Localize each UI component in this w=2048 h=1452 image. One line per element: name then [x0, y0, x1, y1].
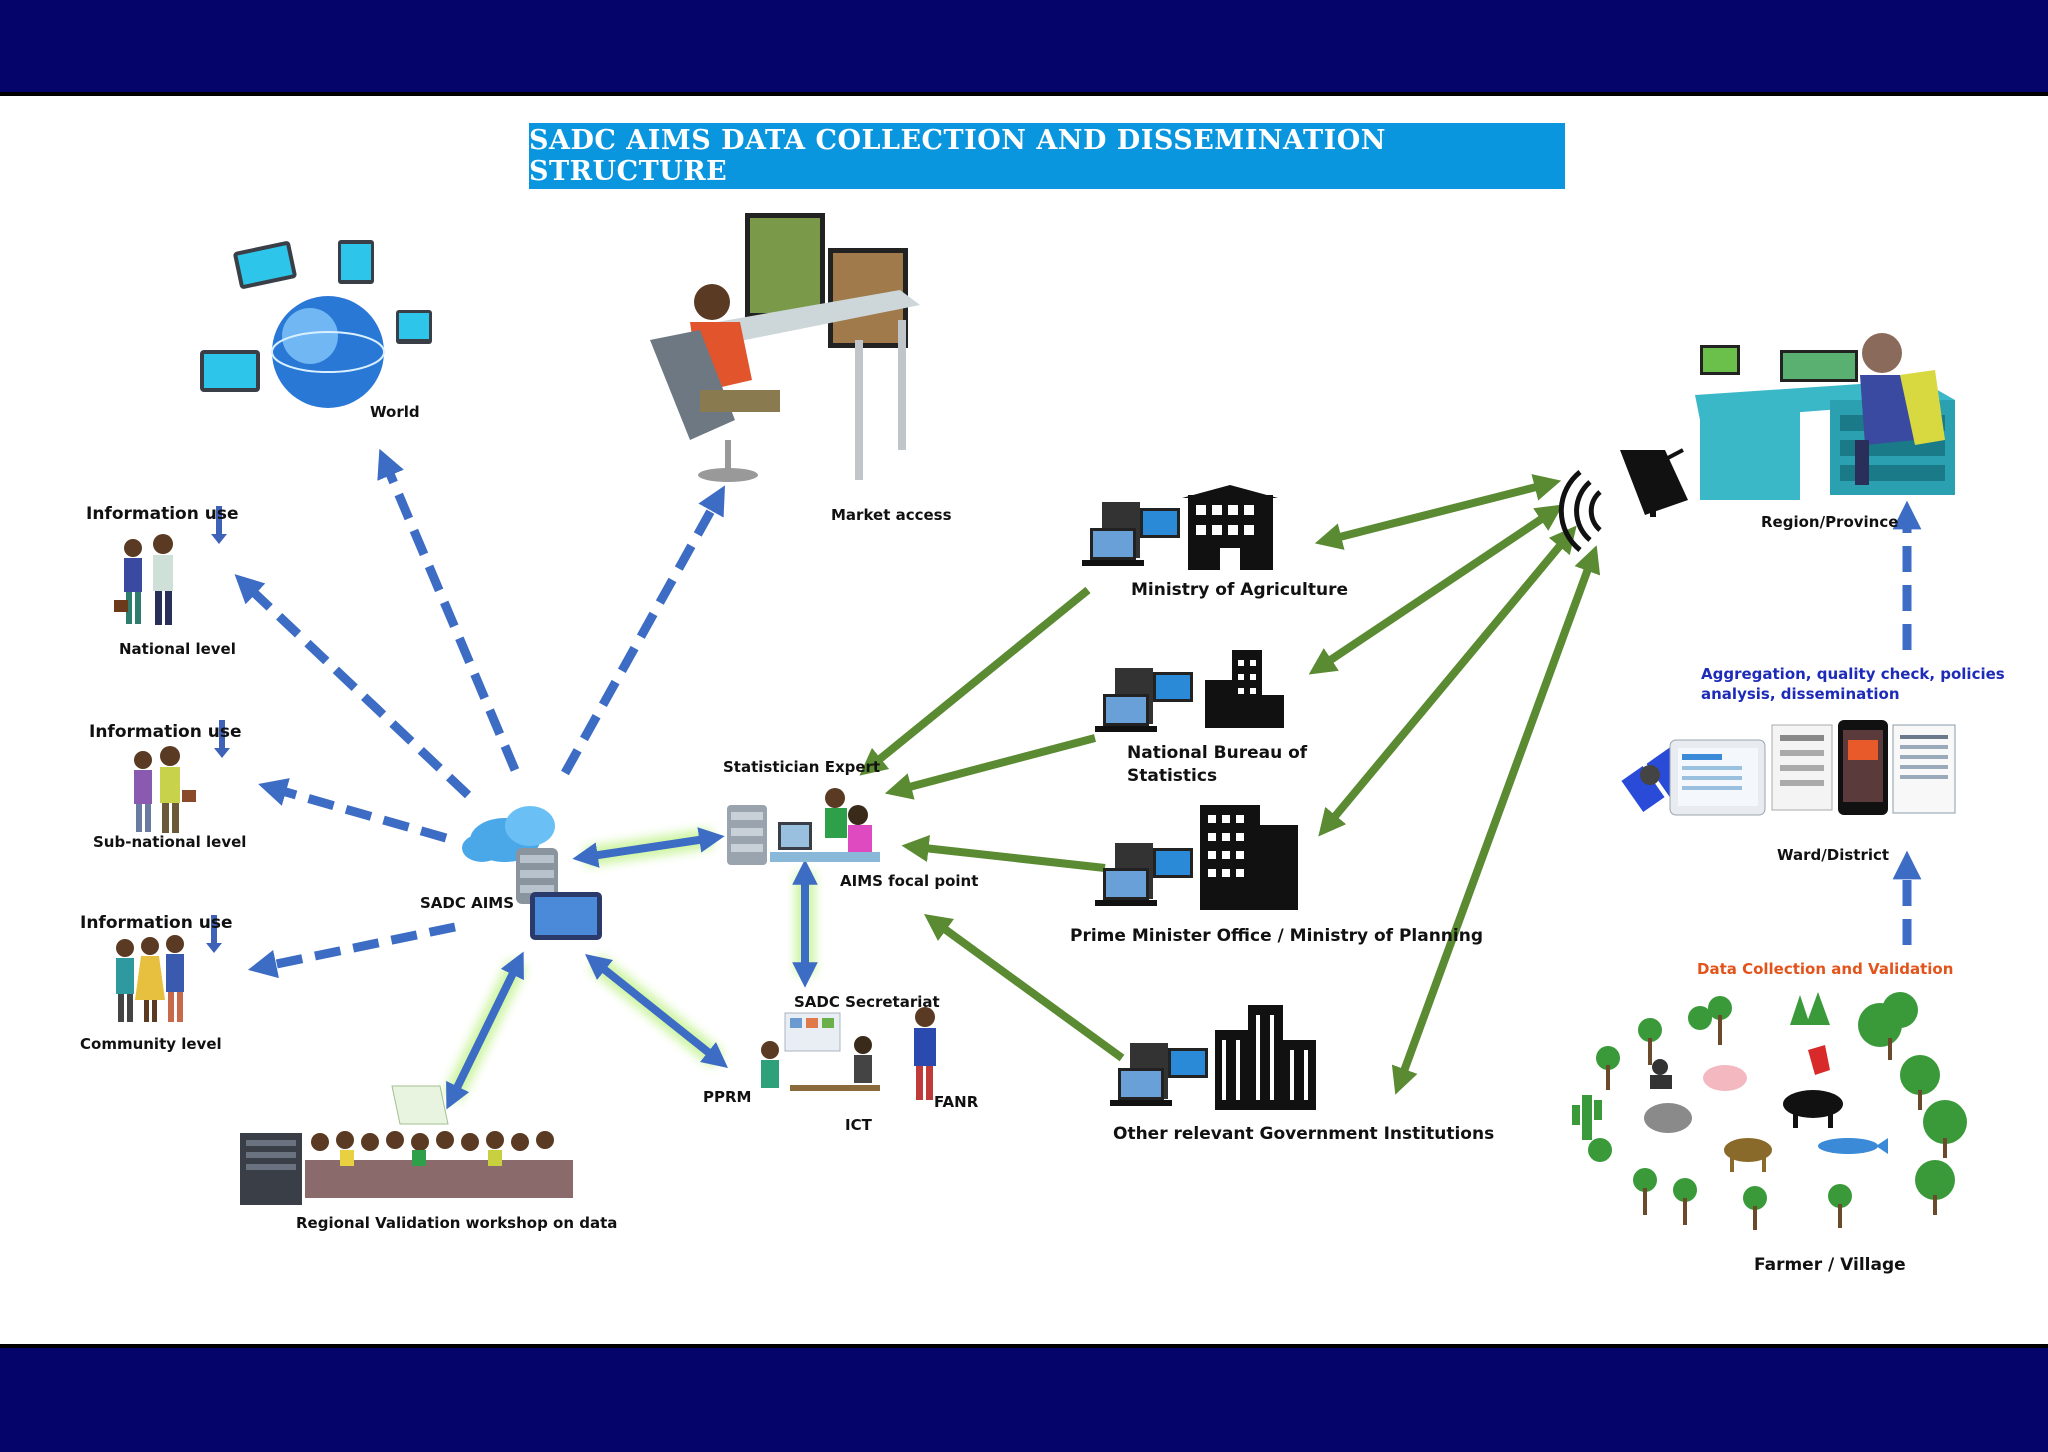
ward-district-label: Ward/District: [1777, 846, 1890, 864]
subnational-info-down-arrow: [214, 720, 230, 758]
community-info-label: Information use: [80, 913, 233, 933]
page-title: SADC AIMS DATA COLLECTION AND DISSEMINAT…: [529, 123, 1565, 189]
prime-minister-label: Prime Minister Office / Ministry of Plan…: [1070, 926, 1484, 946]
page-title-text: SADC AIMS DATA COLLECTION AND DISSEMINAT…: [529, 125, 1386, 187]
national-bureau-label-1: National Bureau of: [1127, 743, 1308, 763]
community-people-icon: [116, 935, 184, 1022]
trees-and-livestock-icon: [1572, 992, 1967, 1230]
sadc-aims-label: SADC AIMS: [420, 894, 515, 912]
market-access-label: Market access: [831, 506, 952, 524]
arrow-pm-focal: [901, 834, 1106, 872]
aims-focal-point-label: AIMS focal point: [840, 872, 979, 890]
subnational-people-icon: [134, 746, 196, 833]
national-info-down-arrow: [211, 506, 227, 544]
top-band: [0, 0, 2048, 96]
secretariat-team-icon: [761, 1007, 936, 1100]
national-people-icon: [114, 534, 173, 625]
other-institutions-label: Other relevant Government Institutions: [1113, 1124, 1495, 1144]
arrow-to-market: [561, 485, 726, 776]
arrow-to-subnational: [258, 778, 448, 843]
server-with-team-icon: [727, 788, 880, 865]
arrow-dish-other: [1391, 545, 1601, 1095]
region-province-label: Region/Province: [1761, 513, 1899, 531]
community-info-down-arrow: [206, 915, 222, 953]
sadc-secretariat-label: SADC Secretariat: [794, 993, 940, 1011]
arrow-aims-focal: [572, 827, 725, 868]
arrow-to-national: [234, 574, 472, 799]
community-level-label: Community level: [80, 1035, 222, 1053]
world-label: World: [370, 403, 420, 421]
dissemination-arrows: [234, 448, 1922, 979]
national-bureau-icon: [1095, 650, 1284, 732]
prime-minister-icon: [1095, 805, 1298, 910]
subnational-info-label: Information use: [89, 722, 242, 742]
national-info-label: Information use: [86, 504, 239, 524]
other-institutions-icon: [1110, 1005, 1316, 1110]
validation-workshop-icon: [240, 1085, 573, 1205]
arrow-to-community: [247, 922, 456, 979]
ministry-agriculture-label: Ministry of Agriculture: [1131, 580, 1348, 600]
ict-label: ICT: [845, 1116, 872, 1134]
exchange-arrows-glow: [443, 828, 815, 1103]
person-at-monitors-icon: [650, 213, 920, 482]
globe-with-devices-icon: [200, 240, 432, 408]
satellite-dish-icon: [1558, 448, 1688, 552]
pprm-label: PPRM: [703, 1088, 752, 1106]
institution-arrows: [859, 474, 1601, 1095]
exchange-arrows: [446, 827, 818, 1110]
ministry-agriculture-icon: [1082, 485, 1278, 570]
statistician-expert-label: Statistician Expert: [723, 758, 881, 776]
national-bureau-label-2: Statistics: [1127, 766, 1218, 786]
aggregation-label-2: analysis, dissemination: [1701, 685, 1900, 703]
regional-validation-label: Regional Validation workshop on data: [296, 1214, 618, 1232]
desk-worker-icon: [1695, 333, 1955, 500]
arrow-dish-agri: [1314, 474, 1562, 550]
arrow-aims-secretariat: [584, 954, 729, 1068]
arrow-other-focal: [924, 914, 1125, 1062]
arrow-bureau-focal: [884, 734, 1097, 800]
subnational-level-label: Sub-national level: [93, 833, 247, 851]
cloud-database-icon: [462, 806, 602, 940]
bottom-band: [0, 1344, 2048, 1452]
arrow-agri-focal: [859, 586, 1091, 776]
arrow-aims-validation: [446, 951, 524, 1110]
national-level-label: National level: [119, 640, 236, 658]
farmer-village-label: Farmer / Village: [1754, 1255, 1906, 1275]
arrow-to-world: [377, 448, 520, 772]
fanr-label: FANR: [934, 1093, 979, 1111]
aggregation-label-1: Aggregation, quality check, policies: [1701, 665, 2005, 683]
data-collection-label: Data Collection and Validation: [1697, 960, 1954, 978]
satellite-tablet-phone-icon: [1621, 720, 1956, 816]
